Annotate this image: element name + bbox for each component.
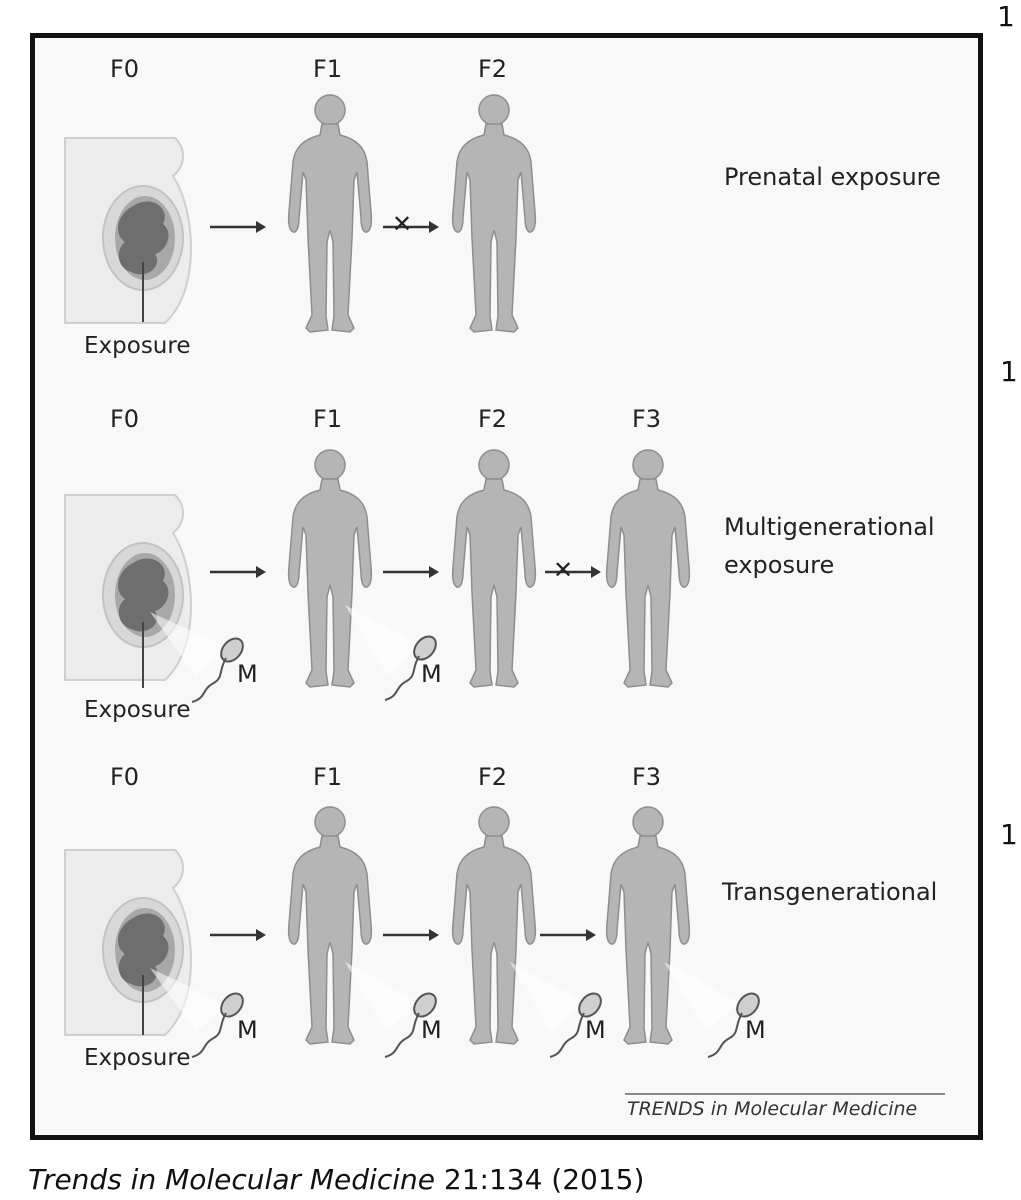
- germline-marker: M: [237, 1016, 258, 1044]
- exposure-label: Exposure: [84, 333, 191, 359]
- exposure-label: Exposure: [84, 697, 191, 723]
- generation-label: F0: [110, 763, 140, 791]
- person-f2: [451, 806, 537, 1045]
- person-f2: [451, 449, 537, 688]
- germline-zoom: [150, 968, 228, 1032]
- row-label-transgenerational: Transgenerational: [722, 878, 938, 906]
- person-f3: [605, 806, 691, 1045]
- mother-abdomen-f0: [64, 494, 192, 681]
- source-logo: TRENDS in Molecular Medicine: [627, 1098, 918, 1120]
- person-f1: [287, 94, 373, 333]
- generation-label: F2: [478, 763, 508, 791]
- germline-zoom: [150, 612, 228, 676]
- margin-number: 1: [1000, 355, 1018, 388]
- margin-number: 1: [1000, 818, 1018, 851]
- germline-marker: M: [585, 1016, 606, 1044]
- person-f3: [605, 449, 691, 688]
- mother-abdomen-f0: [64, 137, 192, 324]
- germline-marker: M: [745, 1016, 766, 1044]
- caption-journal: Trends in Molecular Medicine: [28, 1163, 435, 1196]
- germline-zoom: [510, 962, 585, 1032]
- person-f2: [451, 94, 537, 333]
- blocked-transmission-icon: ✕: [553, 556, 574, 584]
- person-f1: [287, 449, 373, 688]
- generation-label: F1: [313, 55, 343, 83]
- generation-label: F2: [478, 405, 508, 433]
- germline-marker: M: [421, 1016, 442, 1044]
- source-divider: [625, 1093, 945, 1095]
- person-f1: [287, 806, 373, 1045]
- generation-label: F1: [313, 405, 343, 433]
- exposure-label: Exposure: [84, 1045, 191, 1071]
- generation-label: F1: [313, 763, 343, 791]
- blocked-transmission-icon: ✕: [392, 210, 413, 238]
- generation-label: F0: [110, 55, 140, 83]
- arrow-icon: [538, 927, 598, 943]
- germline-zoom: [345, 605, 420, 676]
- generation-label: F0: [110, 405, 140, 433]
- row-label-prenatal: Prenatal exposure: [724, 163, 941, 191]
- caption-citation: 21:134 (2015): [443, 1163, 645, 1196]
- germline-marker: M: [237, 660, 258, 688]
- generation-label: F2: [478, 55, 508, 83]
- generation-label: F3: [632, 763, 662, 791]
- arrow-icon: [208, 219, 268, 235]
- germline-zoom: [664, 962, 740, 1032]
- arrow-icon: [208, 927, 268, 943]
- mother-abdomen-f0: [64, 849, 192, 1036]
- generation-label: F3: [632, 405, 662, 433]
- arrow-icon: [208, 564, 268, 580]
- arrow-icon: [381, 564, 441, 580]
- figure-caption: Trends in Molecular Medicine 21:134 (201…: [28, 1163, 644, 1196]
- row-label-multigenerational-line2: exposure: [724, 551, 835, 579]
- germline-marker: M: [421, 660, 442, 688]
- margin-number: 1: [997, 0, 1015, 33]
- arrow-icon: [381, 927, 441, 943]
- row-label-multigenerational-line1: Multigenerational: [724, 513, 935, 541]
- germline-zoom: [345, 962, 420, 1032]
